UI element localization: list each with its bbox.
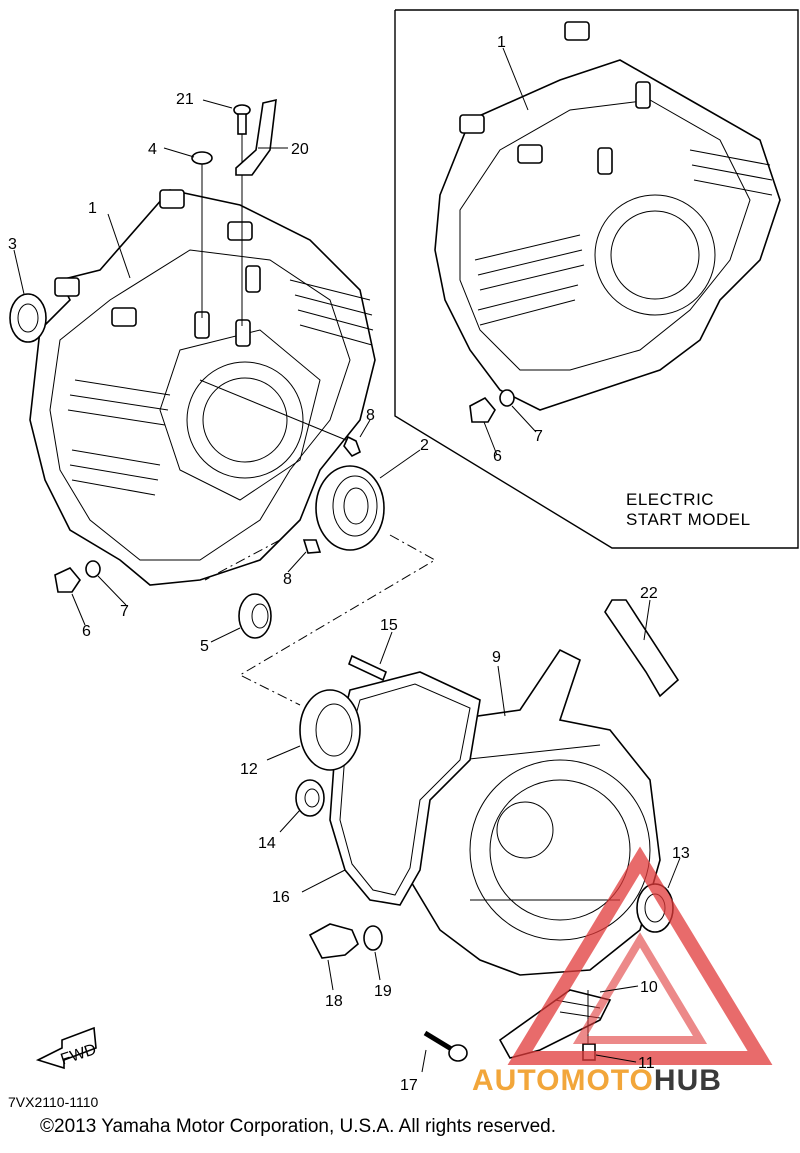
label-15: 15: [380, 617, 398, 634]
fwd-arrow-icon: FWD: [35, 1026, 99, 1070]
label-5: 5: [200, 638, 209, 655]
label-3: 3: [8, 236, 17, 253]
bolt-washer-6-7: [54, 389, 515, 593]
label-4: 4: [148, 141, 157, 158]
label-22: 22: [640, 585, 658, 602]
drawing-code: 7VX2110-1110: [8, 1094, 99, 1110]
oil-seal-14: [295, 779, 325, 817]
bearing-2: [315, 465, 385, 551]
label-8-upper: 8: [366, 407, 375, 424]
watermark-text-part2: HUB: [653, 1064, 722, 1097]
crankcase-electric: [434, 21, 781, 411]
oil-seal-3: [9, 293, 47, 343]
label-14: 14: [258, 835, 276, 852]
bearing-12: [299, 689, 361, 771]
label-6-main: 6: [82, 623, 91, 640]
label-1-main: 1: [88, 200, 97, 217]
label-1-inset: 1: [497, 34, 506, 51]
crankcase-main: [29, 189, 376, 586]
bearing-5: [238, 593, 272, 639]
label-12: 12: [240, 761, 258, 778]
bracket-20: [235, 98, 277, 176]
bolt-17: [423, 1030, 468, 1062]
label-6-inset: 6: [493, 448, 502, 465]
inset-caption-line1: ELECTRIC: [626, 490, 715, 509]
watermark-text-part1: AUTOMOTO: [472, 1064, 654, 1097]
plate-22: [604, 599, 680, 698]
inset-caption: ELECTRIC START MODEL: [626, 490, 751, 530]
label-19: 19: [374, 983, 392, 1000]
label-13: 13: [672, 845, 690, 862]
gasket-16: [329, 671, 481, 906]
dowel-pins-8: [199, 379, 361, 554]
washer-4: [191, 151, 213, 318]
label-7-inset: 7: [534, 428, 543, 445]
label-16: 16: [272, 889, 290, 906]
label-11: 11: [638, 1055, 655, 1072]
label-2: 2: [420, 437, 429, 454]
label-20: 20: [291, 141, 309, 158]
inset-frame: [394, 9, 799, 549]
label-10: 10: [640, 979, 658, 996]
leader-lines: [13, 47, 681, 1073]
watermark-text: AUTOMOTOHUB: [472, 1064, 722, 1098]
label-9: 9: [492, 649, 501, 666]
label-21: 21: [176, 91, 194, 108]
label-8-lower: 8: [283, 571, 292, 588]
inset-caption-line2: START MODEL: [626, 510, 751, 529]
dowel-pin-15: [347, 654, 388, 682]
label-18: 18: [325, 993, 343, 1010]
label-7-main: 7: [120, 603, 129, 620]
copyright-notice: ©2013 Yamaha Motor Corporation, U.S.A. A…: [40, 1116, 556, 1137]
plug-18-oring-19: [308, 923, 383, 959]
label-17: 17: [400, 1077, 418, 1094]
